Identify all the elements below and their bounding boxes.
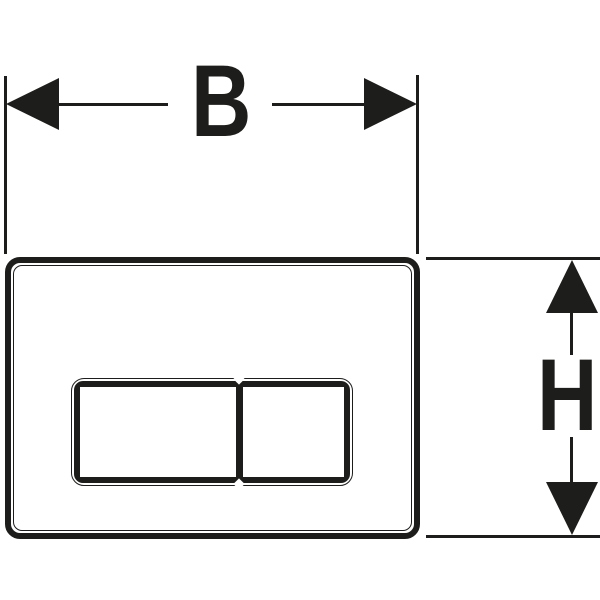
height-extension-line-bottom [426,535,600,538]
height-dimension-line-lower-segment [570,437,573,483]
flush-plate [5,257,420,539]
arrow-right-icon [364,78,417,130]
button-group-outline [71,373,353,490]
width-dimension-line-left-segment [58,103,168,106]
button-divider [236,381,243,483]
arrow-down-icon [546,482,598,535]
height-dimension-label: H [537,338,598,452]
plate-inner-outline [13,265,412,531]
width-extension-line-right [416,75,419,254]
arrow-up-icon [546,260,598,313]
height-extension-line-top [426,257,600,260]
width-extension-line-left [4,76,7,254]
small-flush-button [243,387,344,477]
arrow-left-icon [6,78,59,130]
button-group-frame [74,381,350,483]
width-dimension-line-right-segment [272,103,365,106]
large-flush-button [80,387,236,477]
width-dimension-label: B [191,44,252,158]
height-dimension-line-upper-segment [570,312,573,355]
